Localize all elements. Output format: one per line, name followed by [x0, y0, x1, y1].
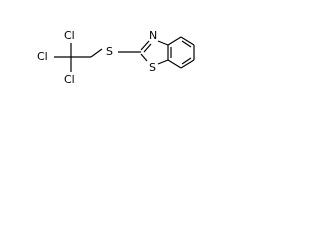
bond-n-c2-single	[140, 40, 150, 51]
bond-benzene-double-2	[181, 57, 192, 65]
atom-label-s-thio: S	[106, 45, 113, 58]
benzene-ring	[167, 36, 195, 69]
atom-label-n: N	[149, 29, 157, 42]
atom-label-cl-bottom: Cl	[64, 73, 75, 86]
bond-benzene-1	[167, 36, 182, 46]
bond-c7a-n	[157, 40, 169, 46]
atom-label-cl-top: Cl	[64, 29, 75, 42]
bond-benzene-2	[180, 36, 195, 46]
bond-c2-s	[140, 53, 148, 62]
bond-benzene-5	[167, 59, 182, 69]
benzothiazole-structure: N S S Cl Cl Cl	[37, 29, 195, 86]
thiazole-ring	[140, 40, 169, 65]
bond-benzene-double-1	[181, 40, 192, 48]
bond-s-ch2	[90, 48, 103, 58]
bond-s-c3a	[157, 59, 169, 65]
side-chain	[54, 43, 141, 72]
atom-label-s-ring: S	[149, 61, 156, 74]
atom-label-cl-left: Cl	[37, 50, 48, 63]
bond-n-c2-double	[143, 43, 152, 53]
bond-benzene-4	[180, 59, 195, 69]
